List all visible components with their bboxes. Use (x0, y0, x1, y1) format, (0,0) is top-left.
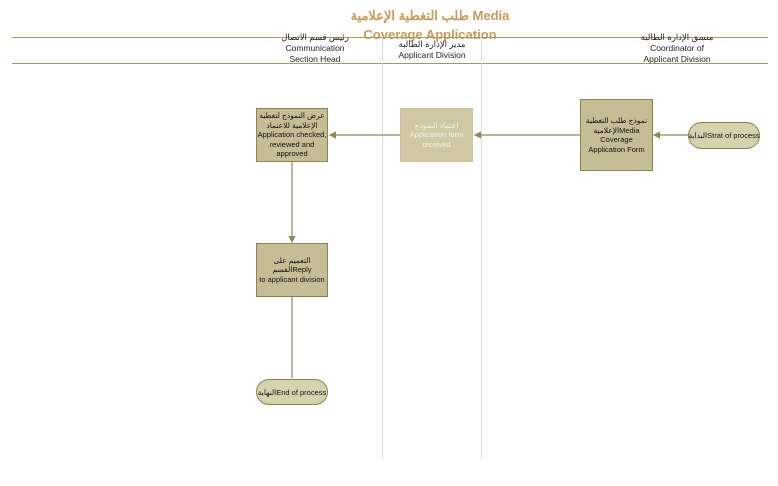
application-checked-box: عرض النموذج لتغطية الإعلامية للاعتماد Ap… (256, 108, 328, 162)
lane-label-en-1: Coordinator of (650, 43, 704, 53)
lane-label-en-2: Section Head (289, 54, 341, 64)
node-text: الإعلامية للاعتماد (266, 120, 318, 130)
node-text: عرض النموذج لتغطية (259, 111, 325, 121)
node-text: Application form (409, 130, 464, 140)
lane-header-coordinator: منسق الإدارة الطالبة Coordinator of Appl… (612, 32, 742, 65)
title-line-1: طلب التغطية الإعلامية Media (350, 8, 510, 23)
lane-header-director: مدير الإدارة الطالبة Applicant Division (384, 39, 480, 61)
node-text: Application checked, (257, 130, 327, 140)
reply-box: التعميم على القسمReply to applicant divi… (256, 243, 328, 297)
header-bottom-line (12, 63, 768, 64)
lane-label-en-1: Communication (285, 43, 345, 53)
node-text: approved (276, 149, 308, 159)
node-text: received (422, 139, 451, 149)
end-terminal: النهايةEnd of process (256, 379, 328, 405)
node-text: Coverage (600, 135, 633, 144)
node-text: reviewed and (269, 139, 315, 149)
node-text: to applicant division (259, 274, 325, 284)
title-line-2: Coverage Application (363, 27, 497, 42)
node-text: نموذج طلب التغطية (585, 116, 648, 125)
header-top-line (12, 37, 768, 38)
node-text: Application Form (588, 144, 645, 154)
application-form-box: نموذج طلب التغطية الإعلاميةMedia Coverag… (580, 99, 653, 171)
lane-divider-1 (382, 36, 383, 458)
lane-label-ar: رئيس قسم الاتصال (281, 32, 349, 42)
start-terminal: البدايةStrat of process (688, 122, 760, 149)
node-text: اعتماد النموذج (414, 120, 459, 130)
lane-label-en-2: Applicant Division (643, 54, 711, 64)
node-text: الإعلاميةMedia (593, 125, 640, 135)
lane-label-ar: مدير الإدارة الطالبة (398, 39, 466, 49)
application-received-box: اعتماد النموذج Application form received (400, 108, 473, 162)
lane-header-communication: رئيس قسم الاتصال Communication Section H… (250, 32, 380, 65)
node-text: التعميم على القسمReply (272, 255, 312, 275)
lane-divider-2 (481, 36, 482, 458)
lane-label-ar: منسق الإدارة الطالبة (640, 32, 714, 42)
diagram-title: طلب التغطية الإعلامية Media Coverage App… (300, 6, 560, 44)
lane-label-en: Applicant Division (398, 50, 466, 60)
